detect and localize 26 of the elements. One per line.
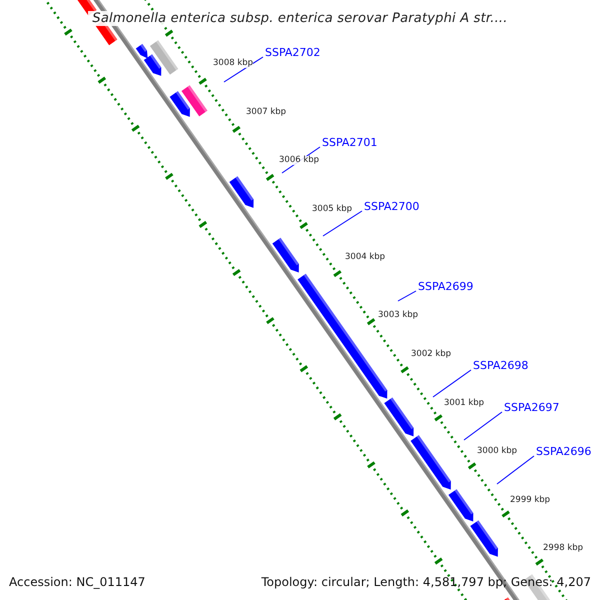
tick-label: 3007 kbp <box>246 108 286 116</box>
gene-label: SSPA2702 <box>265 47 320 58</box>
gene-label: SSPA2697 <box>504 402 560 413</box>
leader-line <box>398 290 416 302</box>
tick-label: 3000 kbp <box>477 447 518 456</box>
leader-line <box>464 412 502 440</box>
gene-label: SSPA2698 <box>473 360 528 371</box>
tick-label: 3002 kbp <box>411 350 452 358</box>
genome-summary-text: Topology: circular; Length: 4,581,797 bp; Genes: 4,207 <box>261 576 591 588</box>
gene-label: SSPA2696 <box>536 446 592 457</box>
leader-line <box>224 56 264 82</box>
leader-line <box>496 456 534 484</box>
leader-line <box>432 370 472 398</box>
leader-line <box>322 210 362 236</box>
gene-label: SSPA2701 <box>322 137 378 148</box>
tick-label: 3005 kbp <box>312 204 352 213</box>
tick-label: 3008 kbp <box>213 59 254 68</box>
accession-text: Accession: NC_011147 <box>9 576 146 588</box>
gene-label: SSPA2699 <box>418 281 474 292</box>
tick-label: 3006 kbp <box>279 156 320 164</box>
tick-label: 2999 kbp <box>510 496 550 504</box>
tick-label: 2998 kbp <box>543 544 584 552</box>
tick-label: 3003 kbp <box>378 310 418 319</box>
tick-label: 3001 kbp <box>444 398 484 407</box>
tick-label: 3004 kbp <box>345 253 386 262</box>
gene-label: SSPA2700 <box>364 201 420 212</box>
